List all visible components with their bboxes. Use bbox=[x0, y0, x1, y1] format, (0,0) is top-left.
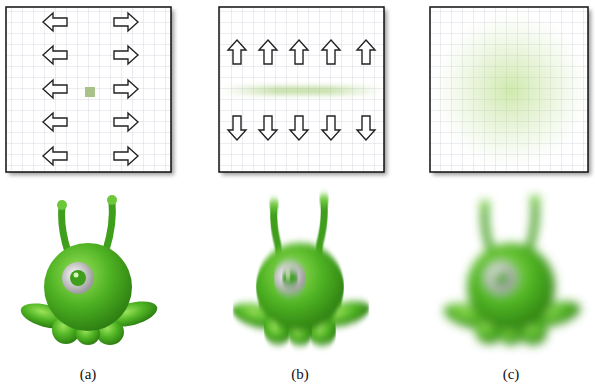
panel-label: (c) bbox=[503, 366, 520, 383]
panel-a bbox=[6, 7, 174, 175]
panel-label: (a) bbox=[80, 366, 97, 383]
monster-full-blur bbox=[441, 195, 583, 345]
monster-sharp bbox=[18, 195, 160, 345]
panel-b bbox=[219, 7, 387, 175]
panel-label: (b) bbox=[291, 366, 309, 383]
monster-vertical-blur bbox=[230, 195, 372, 345]
panel-c bbox=[430, 7, 591, 175]
